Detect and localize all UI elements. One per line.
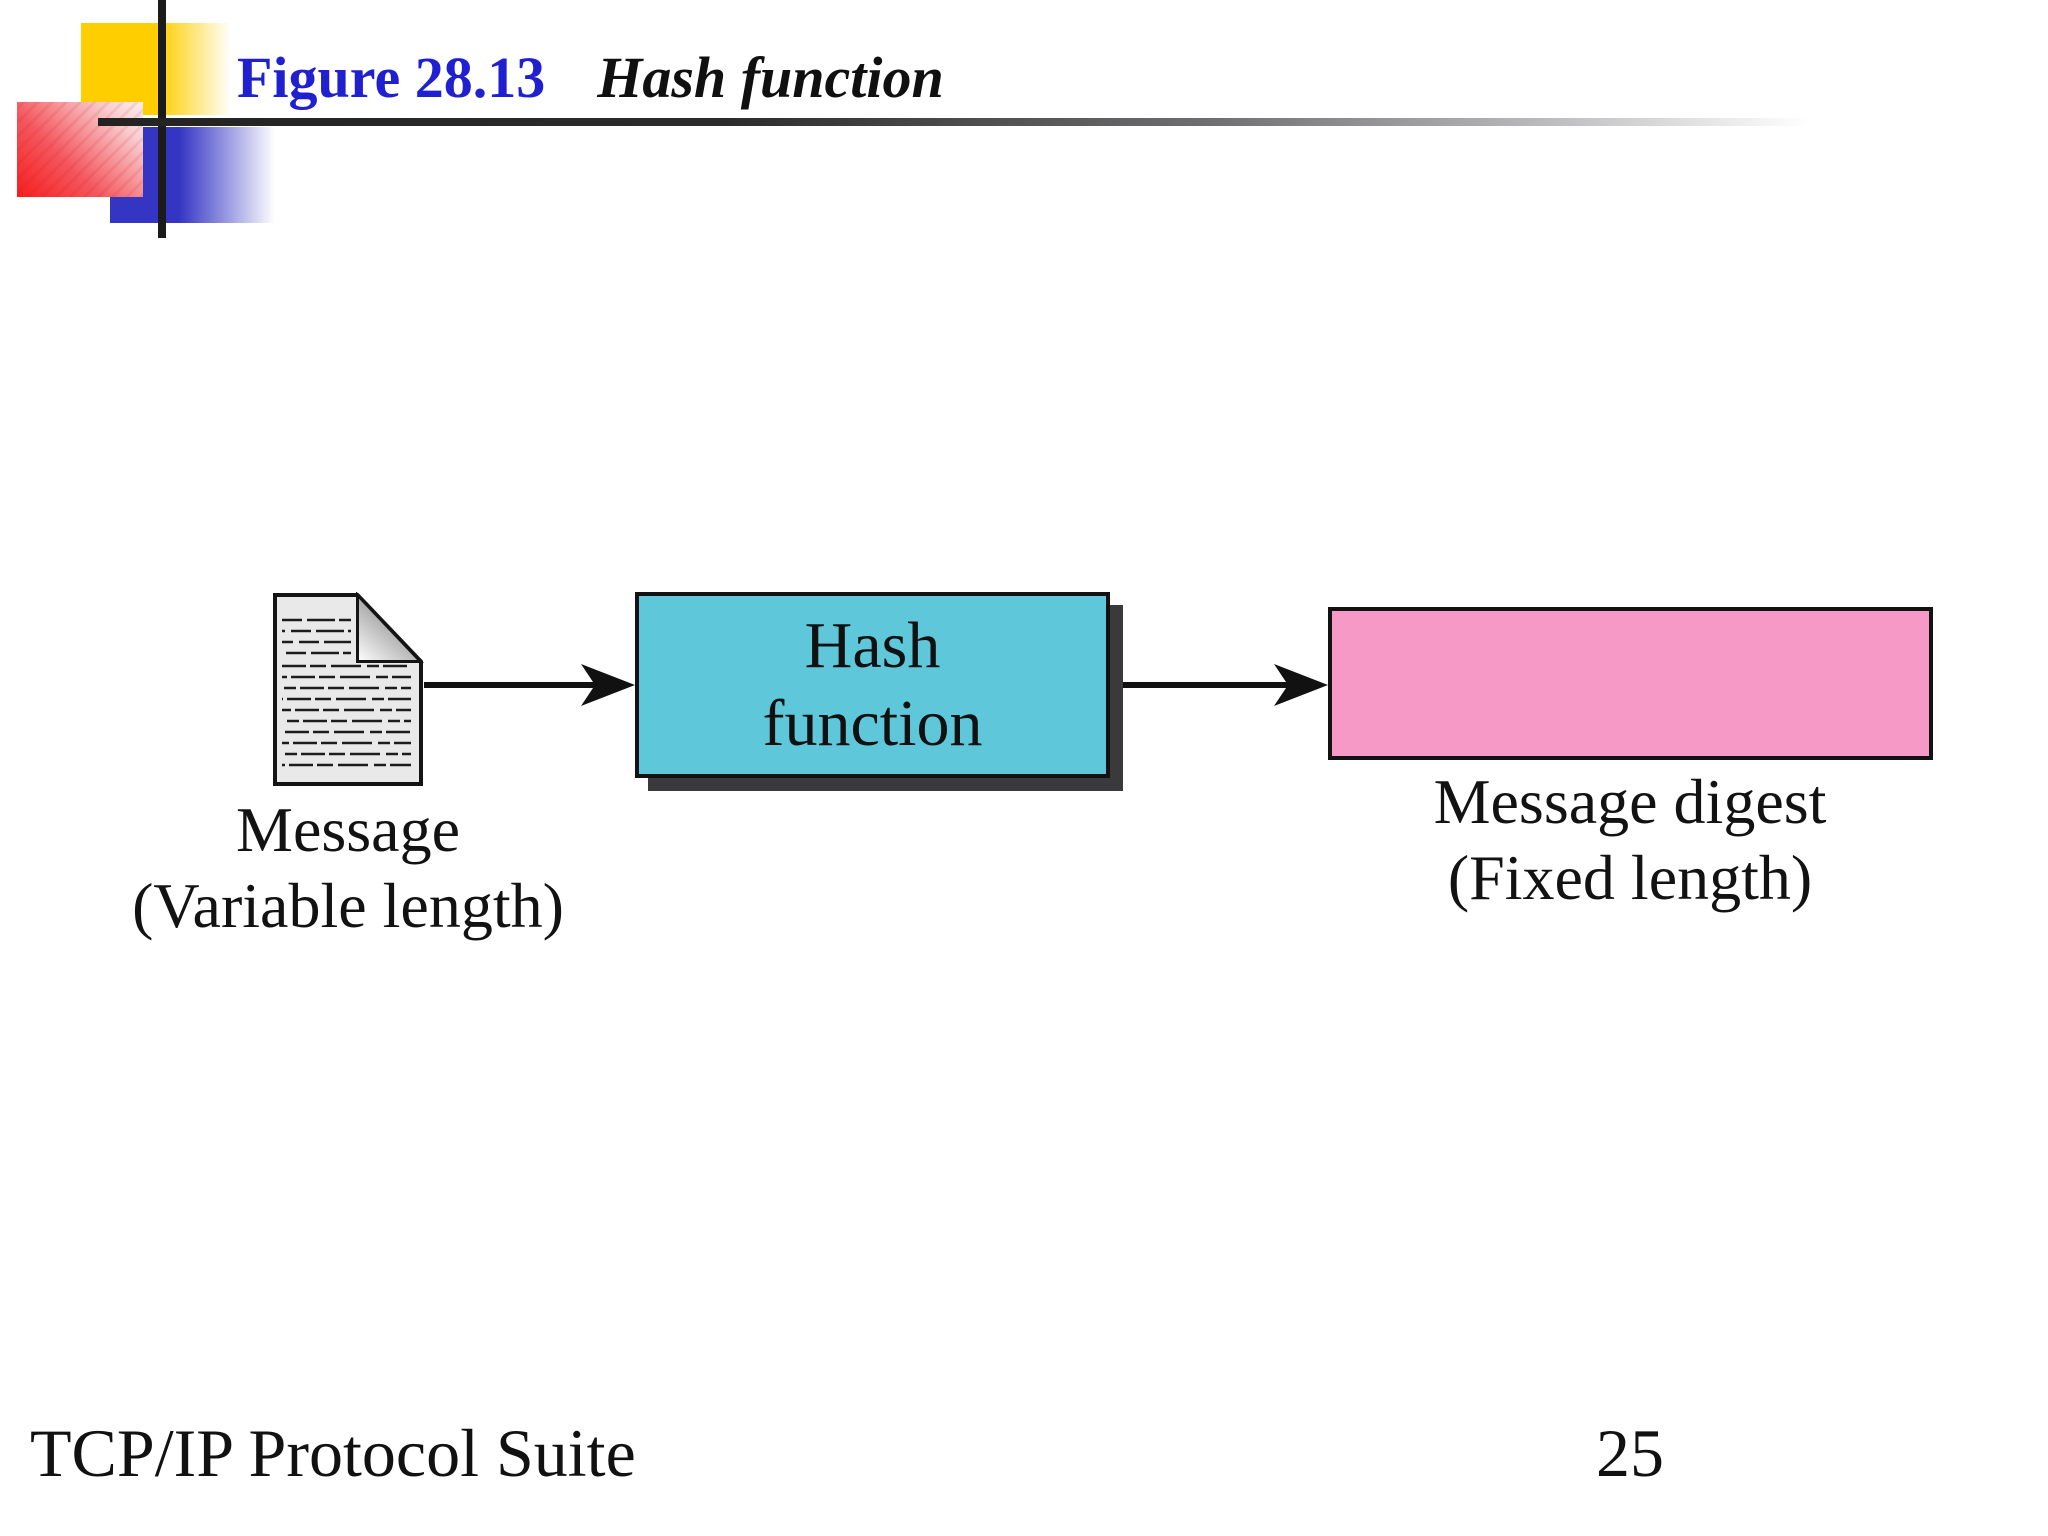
- decoration-yellow-square: [81, 23, 231, 115]
- hash-function-box: Hash function: [635, 592, 1110, 778]
- document-icon: [273, 592, 424, 786]
- hash-box-label-line2: function: [762, 687, 983, 760]
- message-digest-box: [1328, 607, 1933, 760]
- page-number: 25: [1596, 1415, 1664, 1491]
- digest-label-line2: (Fixed length): [1447, 842, 1813, 913]
- decoration-red-square: [17, 102, 143, 197]
- digest-label-line1: Message digest: [1433, 766, 1827, 837]
- figure-number: Figure 28.13: [237, 45, 546, 110]
- message-label-line1: Message: [236, 794, 460, 865]
- arrow-right-icon: [1108, 664, 1328, 706]
- figure-title: Hash function: [597, 45, 944, 110]
- hash-box-label-line1: Hash: [804, 609, 941, 682]
- slide-title: Figure 28.13 Hash function: [237, 44, 944, 111]
- digest-label: Message digest (Fixed length): [1330, 764, 1930, 916]
- footer-title: TCP/IP Protocol Suite: [30, 1415, 636, 1491]
- decoration-horizontal-rule: [98, 118, 1898, 126]
- arrow-right-icon: [424, 664, 635, 706]
- message-label-line2: (Variable length): [132, 870, 564, 941]
- message-label: Message (Variable length): [48, 792, 648, 944]
